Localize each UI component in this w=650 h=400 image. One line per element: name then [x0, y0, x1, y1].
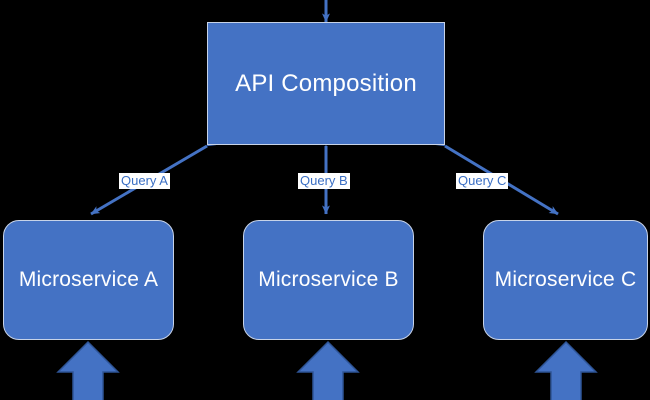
node-microservice-a-label: Microservice A [18, 268, 159, 291]
edge-label-query-c: Query C [456, 173, 509, 189]
node-microservice-b-label: Microservice B [258, 268, 399, 291]
node-microservice-c-label: Microservice C [494, 268, 637, 291]
node-api-composition-label: API Composition [235, 69, 417, 97]
node-microservice-b[interactable]: Microservice B [243, 220, 414, 340]
node-microservice-a[interactable]: Microservice A [3, 220, 174, 340]
node-microservice-c[interactable]: Microservice C [483, 220, 648, 340]
datastore-arrow-c [534, 340, 598, 400]
node-api-composition[interactable]: API Composition [207, 22, 445, 145]
datastore-arrow-a [56, 340, 120, 400]
datastore-arrow-b [296, 340, 360, 400]
edge-label-query-a: Query A [119, 173, 170, 189]
edge-label-query-b: Query B [298, 173, 350, 189]
